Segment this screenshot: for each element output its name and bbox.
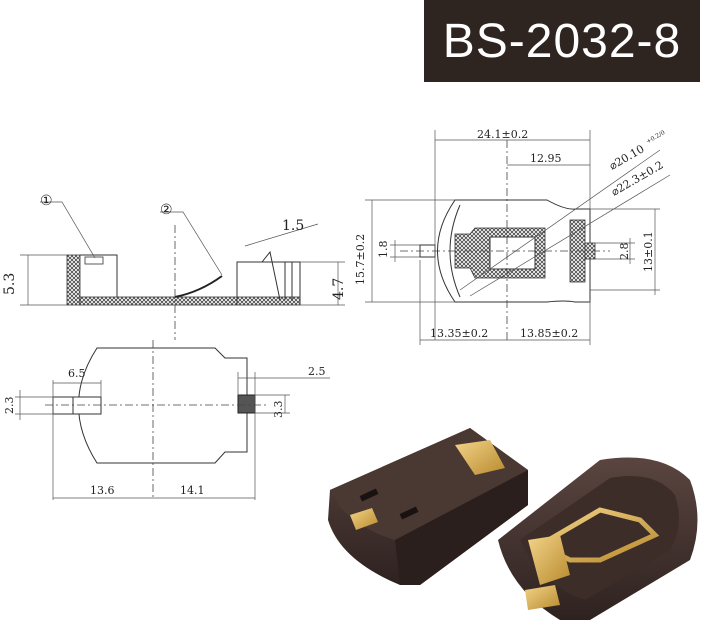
side-view: ① ② 5.3 4.7 1.5 <box>2 193 347 340</box>
holder-photo-open <box>498 457 698 620</box>
holder-photo-top <box>328 428 528 585</box>
dim-right-pin: 2.8 <box>618 243 631 261</box>
top-view: 24.1±0.2 12.95 ⌀20.10 +0.2/0 ⌀22.3±0.2 1… <box>354 128 671 345</box>
dim-pad-width: 2.5 <box>308 365 326 378</box>
bottom-view: 6.5 2.3 2.5 3.3 13.6 14.1 <box>3 340 330 500</box>
dim-tab-length: 6.5 <box>68 367 86 380</box>
dim-height-left: 5.3 <box>2 273 18 295</box>
dim-overall-length: 24.1±0.2 <box>477 128 528 141</box>
dim-right-span: 14.1 <box>180 484 205 497</box>
dim-tab-height: 2.3 <box>3 397 16 415</box>
callout-2: ② <box>160 202 173 218</box>
dim-overall-width: 15.7±0.2 <box>354 234 367 285</box>
model-title-banner: BS-2032-8 <box>424 0 700 82</box>
dim-height-right: 4.7 <box>331 278 347 300</box>
dim-center-offset: 12.95 <box>530 152 562 165</box>
dim-right-half: 13.85±0.2 <box>520 327 578 340</box>
model-title: BS-2032-8 <box>442 14 682 68</box>
dim-right-width: 13±0.1 <box>642 231 655 272</box>
dim-contact-width: 1.5 <box>282 218 304 234</box>
dim-pad-height: 3.3 <box>272 401 285 419</box>
dim-left-span: 13.6 <box>90 484 115 497</box>
dim-inner-diameter-tolerance: +0.2/0 <box>645 129 666 145</box>
dim-left-half: 13.35±0.2 <box>430 327 488 340</box>
callout-1: ① <box>40 193 53 209</box>
dim-left-pin: 1.8 <box>377 241 390 259</box>
